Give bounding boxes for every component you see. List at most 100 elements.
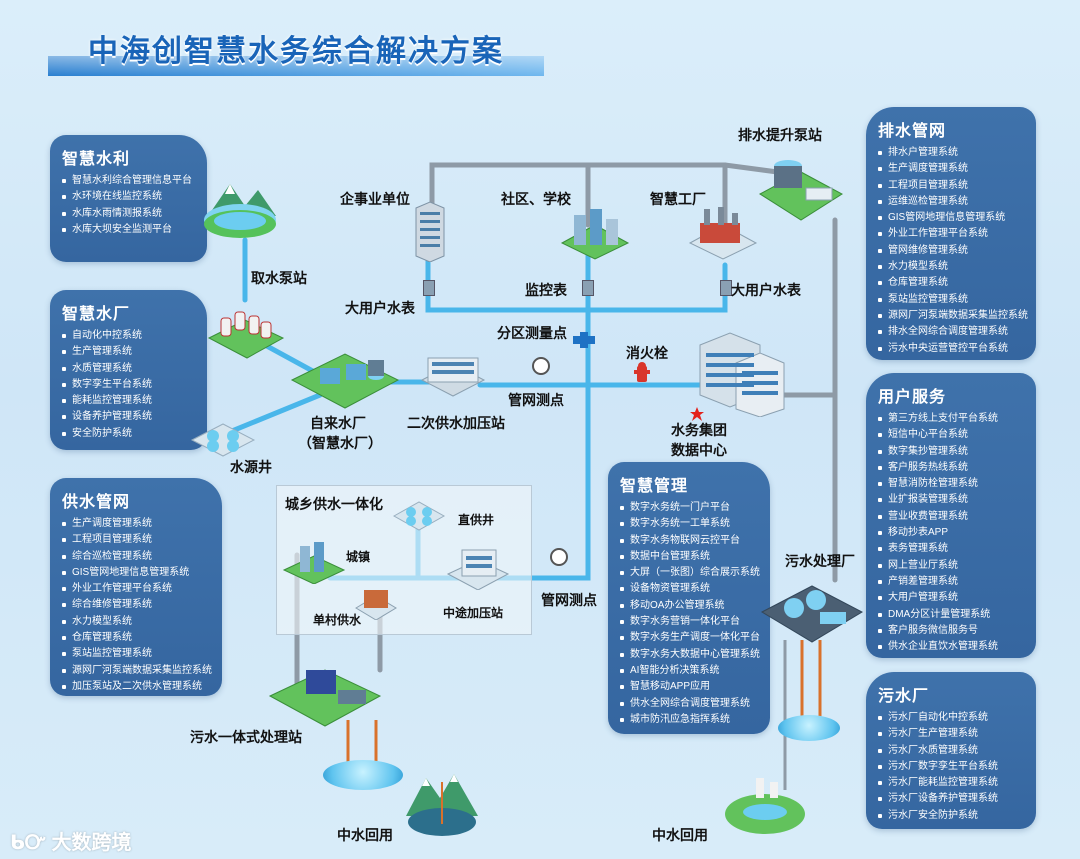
list-item[interactable]: 水力模型系统 <box>62 614 222 630</box>
water-plant-illustration <box>290 340 400 410</box>
list-item[interactable]: 外业工作管理平台系统 <box>878 226 1036 242</box>
list-item[interactable]: 水库水雨情测报系统 <box>62 206 207 222</box>
list-item[interactable]: 运维巡检管理系统 <box>878 194 1036 210</box>
list-item[interactable]: 短信中心平台系统 <box>878 427 1036 443</box>
panel-list: 自动化中控系统 生产管理系统 水质管理系统 数字孪生平台系统 能耗监控管理系统 … <box>50 328 207 442</box>
meter-valve-icon-2 <box>582 280 594 296</box>
list-item[interactable]: 污水厂设备养护管理系统 <box>878 791 1036 807</box>
list-item[interactable]: 污水厂生产管理系统 <box>878 726 1036 742</box>
panel-title: 供水管网 <box>62 494 131 511</box>
list-item[interactable]: 供水企业直饮水管理系统 <box>878 639 1036 655</box>
list-item[interactable]: 泵站监控管理系统 <box>62 646 222 662</box>
list-item[interactable]: 管网维修管理系统 <box>878 243 1036 259</box>
list-item[interactable]: 污水厂能耗监控管理系统 <box>878 775 1036 791</box>
list-item[interactable]: 水环境在线监控系统 <box>62 189 207 205</box>
label-reclaim-1: 中水回用 <box>337 827 393 843</box>
list-item[interactable]: 数字水务大数据中心管理系统 <box>620 647 770 663</box>
list-item[interactable]: 加压泵站及二次供水管理系统 <box>62 679 222 695</box>
list-item[interactable]: 表务管理系统 <box>878 541 1036 557</box>
datacenter-illustration <box>690 325 786 418</box>
list-item[interactable]: 大屏（一张图）综合展示系统 <box>620 565 770 581</box>
list-item[interactable]: 城市防汛应急指挥系统 <box>620 712 770 728</box>
meter-valve-icon-3 <box>720 280 732 296</box>
list-item[interactable]: 工程项目管理系统 <box>62 532 222 548</box>
list-item[interactable]: 数字孪生平台系统 <box>62 377 207 393</box>
label-direct-well: 直供井 <box>458 513 495 527</box>
list-item[interactable]: 智慧水利综合管理信息平台 <box>62 173 207 189</box>
list-item[interactable]: 数字水务营销一体化平台 <box>620 614 770 630</box>
label-intake-pump: 取水泵站 <box>251 270 307 286</box>
label-community: 社区、学校 <box>501 191 571 207</box>
list-item[interactable]: 业扩报装管理系统 <box>878 492 1036 508</box>
list-item[interactable]: 大用户管理系统 <box>878 590 1036 606</box>
list-item[interactable]: 能耗监控管理系统 <box>62 393 207 409</box>
list-item[interactable]: 数字水务统一门户平台 <box>620 500 770 516</box>
list-item[interactable]: 设备养护管理系统 <box>62 409 207 425</box>
list-item[interactable]: 排水户管理系统 <box>878 145 1036 161</box>
list-item[interactable]: 移动OA办公管理系统 <box>620 598 770 614</box>
reclaim-pool-1 <box>323 760 403 790</box>
list-item[interactable]: 仓库管理系统 <box>62 630 222 646</box>
list-item[interactable]: 智慧移动APP应用 <box>620 679 770 695</box>
list-item[interactable]: 污水厂数字孪生平台系统 <box>878 759 1036 775</box>
list-item[interactable]: 水库大坝安全监测平台 <box>62 222 207 238</box>
panel-smart-plant: 智慧水厂 自动化中控系统 生产管理系统 水质管理系统 数字孪生平台系统 能耗监控… <box>50 290 207 450</box>
sewage-plant-illustration <box>760 572 864 648</box>
list-item[interactable]: 产销差管理系统 <box>878 574 1036 590</box>
list-item[interactable]: 水力模型系统 <box>878 259 1036 275</box>
label-pipe-point-2: 管网测点 <box>541 592 597 608</box>
list-item[interactable]: 网上营业厅系统 <box>878 558 1036 574</box>
list-item[interactable]: 泵站监控管理系统 <box>878 292 1036 308</box>
pipe-gauge-icon-2 <box>550 548 568 566</box>
list-item[interactable]: 供水全网综合调度管理系统 <box>620 696 770 712</box>
list-item[interactable]: 污水厂自动化中控系统 <box>878 710 1036 726</box>
list-item[interactable]: 生产调度管理系统 <box>62 516 222 532</box>
label-mid-booster: 中途加压站 <box>443 606 504 620</box>
reclaim-park-illustration <box>722 770 808 836</box>
list-item[interactable]: 智慧消防栓管理系统 <box>878 476 1036 492</box>
list-item[interactable]: GIS管网地理信息管理系统 <box>878 210 1036 226</box>
list-item[interactable]: 第三方线上支付平台系统 <box>878 411 1036 427</box>
list-item[interactable]: 污水中央运营管控平台系统 <box>878 341 1036 357</box>
enterprise-illustration <box>410 200 450 263</box>
list-item[interactable]: 自动化中控系统 <box>62 328 207 344</box>
list-item[interactable]: DMA分区计量管理系统 <box>878 607 1036 623</box>
list-item[interactable]: 数字水务统一工单系统 <box>620 516 770 532</box>
panel-smart-management: 智慧管理 数字水务统一门户平台 数字水务统一工单系统 数字水务物联网云控平台 数… <box>608 462 770 734</box>
list-item[interactable]: 综合巡检管理系统 <box>62 549 222 565</box>
intake-pump-illustration <box>205 300 285 360</box>
label-pipe-point-1: 管网测点 <box>508 392 564 408</box>
list-item[interactable]: 污水厂水质管理系统 <box>878 743 1036 759</box>
drain-pump-illustration <box>758 150 844 226</box>
list-item[interactable]: 数字水务物联网云控平台 <box>620 533 770 549</box>
hydrant-icon <box>634 362 650 384</box>
list-item[interactable]: 水质管理系统 <box>62 361 207 377</box>
list-item[interactable]: 数字集抄管理系统 <box>878 444 1036 460</box>
list-item[interactable]: 移动抄表APP <box>878 525 1036 541</box>
list-item[interactable]: 综合维修管理系统 <box>62 597 222 613</box>
list-item[interactable]: 外业工作管理平台系统 <box>62 581 222 597</box>
list-item[interactable]: 工程项目管理系统 <box>878 178 1036 194</box>
watermark-logo-icon: ᑲᏅ <box>10 832 52 854</box>
panel-list: 数字水务统一门户平台 数字水务统一工单系统 数字水务物联网云控平台 数据中台管理… <box>608 500 770 728</box>
list-item[interactable]: 污水厂安全防护系统 <box>878 808 1036 824</box>
list-item[interactable]: 客户服务微信服务号 <box>878 623 1036 639</box>
label-town: 城镇 <box>346 550 371 564</box>
list-item[interactable]: 源网厂河泵端数据采集监控系统 <box>62 663 222 679</box>
label-enterprise: 企事业单位 <box>340 191 410 207</box>
list-item[interactable]: 仓库管理系统 <box>878 275 1036 291</box>
list-item[interactable]: 生产调度管理系统 <box>878 161 1036 177</box>
list-item[interactable]: 数据中台管理系统 <box>620 549 770 565</box>
list-item[interactable]: 源网厂河泵端数据采集监控系统 <box>878 308 1036 324</box>
label-datacenter-line1: 水务集团 <box>671 422 727 438</box>
list-item[interactable]: 排水全网综合调度管理系统 <box>878 324 1036 340</box>
list-item[interactable]: 设备物资管理系统 <box>620 581 770 597</box>
list-item[interactable]: 安全防护系统 <box>62 426 207 442</box>
list-item[interactable]: 数字水务生产调度一体化平台 <box>620 630 770 646</box>
list-item[interactable]: GIS管网地理信息管理系统 <box>62 565 222 581</box>
list-item[interactable]: 生产管理系统 <box>62 344 207 360</box>
list-item[interactable]: 营业收费管理系统 <box>878 509 1036 525</box>
list-item[interactable]: 客户服务热线系统 <box>878 460 1036 476</box>
list-item[interactable]: AI智能分析决策系统 <box>620 663 770 679</box>
direct-well-illustration <box>392 500 446 532</box>
